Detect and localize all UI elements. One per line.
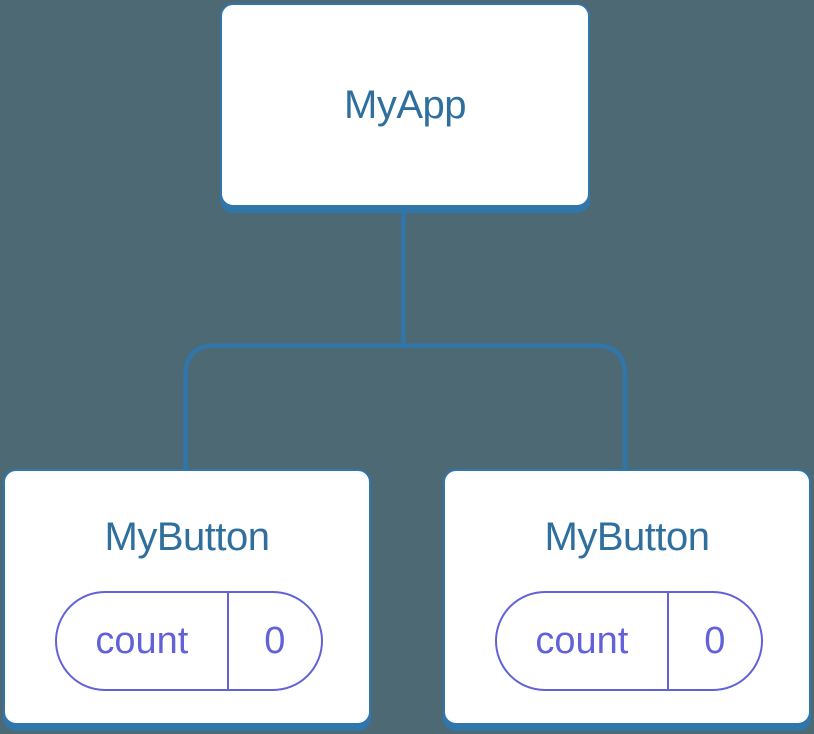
state-value: 0 <box>264 619 286 662</box>
children-bracket-line <box>183 343 628 472</box>
child-node-label: MyButton <box>104 515 270 559</box>
tree-node-child-2: MyButton count 0 <box>443 469 811 725</box>
state-key: count <box>497 593 669 689</box>
state-pill: count 0 <box>495 591 763 691</box>
tree-node-child-1: MyButton count 0 <box>3 469 371 725</box>
state-key: count <box>57 593 229 689</box>
tree-node-root: MyApp <box>220 3 590 207</box>
state-pill: count 0 <box>55 591 323 691</box>
root-node-label: MyApp <box>344 82 467 127</box>
child-node-label: MyButton <box>544 515 710 559</box>
state-value: 0 <box>704 619 726 662</box>
